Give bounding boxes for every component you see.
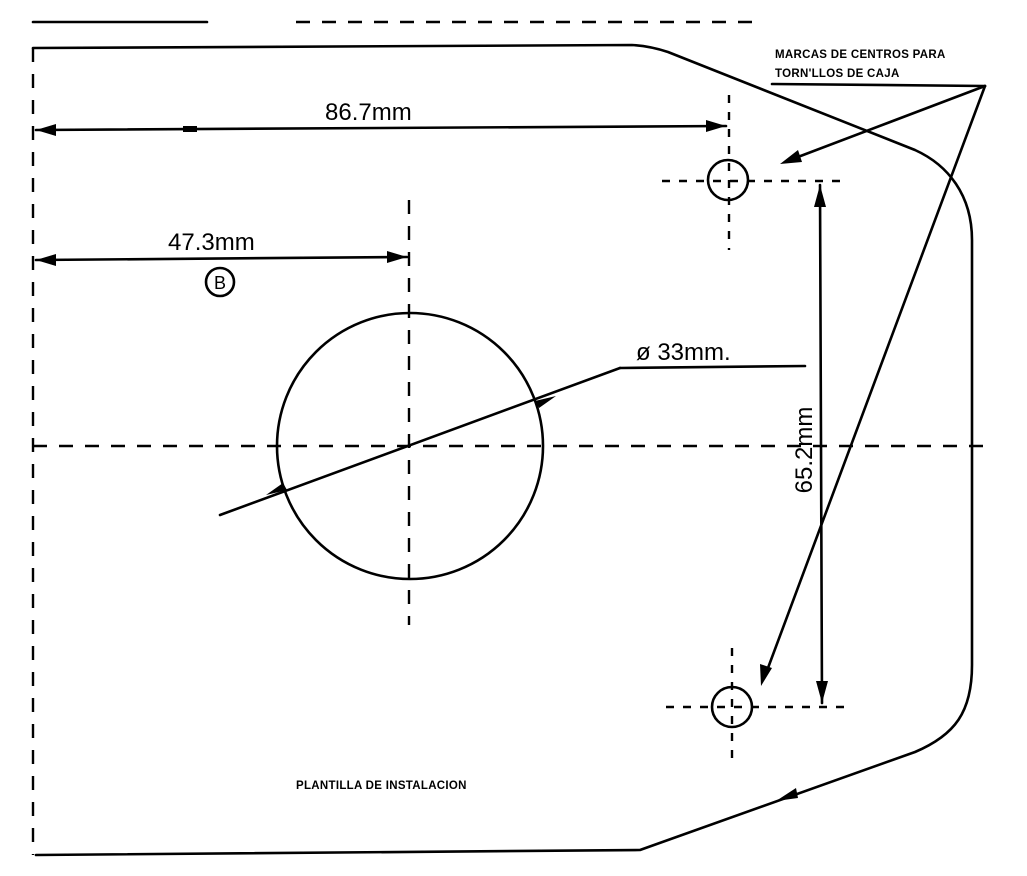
diameter-arrow-left — [266, 483, 287, 495]
screw-leader-upper — [788, 84, 987, 162]
screw-note-underline — [770, 82, 987, 88]
screw-leader-upper-arrow — [780, 150, 802, 164]
dim-47-line — [34, 255, 409, 262]
dimension-86-7: 86.7mm — [325, 99, 412, 126]
dim-86-mark — [183, 126, 197, 132]
dim-86-line — [34, 124, 728, 132]
dim-47-arrow-left — [36, 254, 56, 266]
template-title: PLANTILLA DE INSTALACION — [296, 780, 467, 792]
outline-arrow-mark — [776, 788, 798, 801]
dimension-hole-diameter: ø 33mm. — [636, 339, 731, 366]
dim-47-arrow-right — [387, 251, 407, 263]
lower-screw-mark — [710, 685, 754, 729]
main-hole-circle — [275, 311, 545, 581]
dim-86-arrow-left — [36, 124, 56, 136]
dimension-47-3: 47.3mm — [168, 229, 255, 256]
screw-note-line2: TORN'LLOS DE CAJA — [775, 68, 900, 80]
diameter-leader-shelf — [618, 364, 807, 370]
diameter-leader — [218, 366, 622, 517]
diameter-arrow-right — [535, 396, 556, 408]
reference-marker-circle — [204, 266, 236, 298]
screw-leader-lower-arrow — [760, 664, 772, 686]
dim-86-arrow-right — [706, 120, 726, 132]
screw-leader-lower — [763, 84, 987, 678]
dim-65-arrow-bottom — [816, 681, 828, 703]
dim-65-line — [818, 183, 824, 705]
dim-65-arrow-top — [814, 185, 826, 207]
screw-note-line1: MARCAS DE CENTROS PARA — [775, 49, 946, 61]
upper-screw-mark — [706, 158, 750, 202]
template-outline — [31, 43, 974, 857]
reference-marker-letter: B — [214, 273, 226, 293]
dimension-65-2: 65.2mm — [791, 407, 818, 494]
